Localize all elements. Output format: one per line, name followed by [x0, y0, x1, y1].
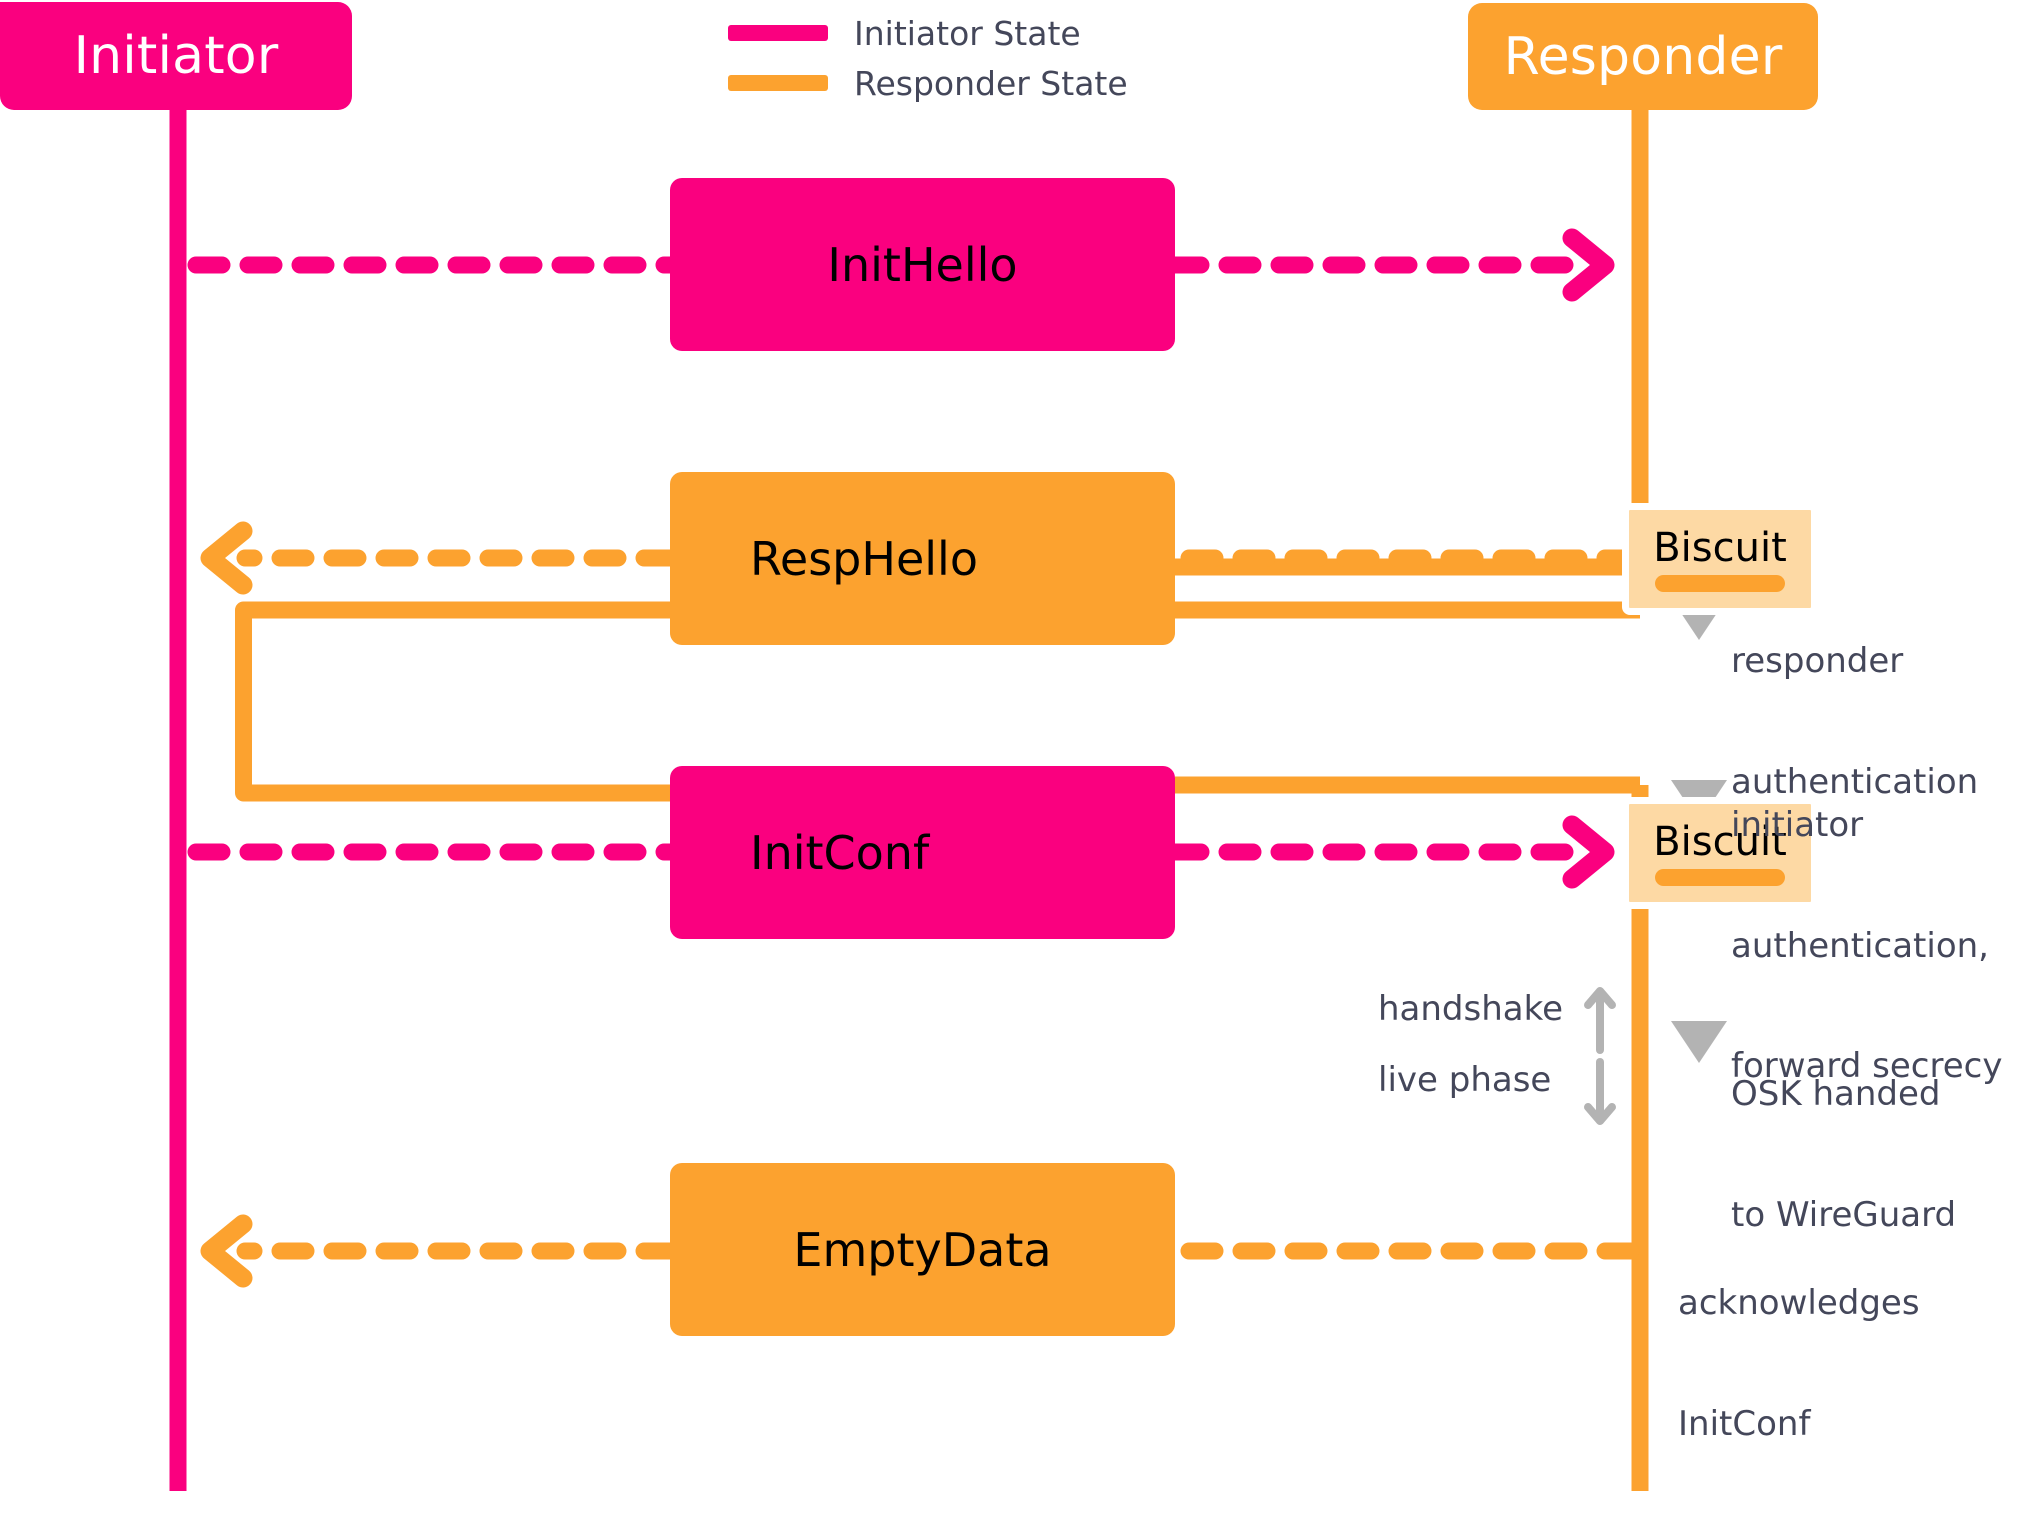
initconf-arrowhead	[1562, 815, 1615, 889]
biscuit-label-initconf: Biscuit	[1653, 818, 1787, 865]
annotation-line: authentication,	[1731, 925, 1989, 966]
annotation-line: initiator	[1731, 805, 1864, 846]
participant-initiator-label: Initiator	[73, 26, 279, 86]
legend-label-initiator: Initiator State	[854, 13, 1081, 53]
inithello-arrowhead	[1562, 228, 1615, 302]
legend-label-responder: Responder State	[854, 63, 1128, 103]
annotation-initiator-auth: initiator authentication, forward secrec…	[1731, 725, 2002, 1166]
legend-swatch-responder	[728, 75, 828, 91]
emptydata-arrowhead	[200, 1214, 253, 1288]
biscuit-badge-initconf[interactable]: Biscuit	[1622, 796, 1818, 909]
responder-state-carry-path	[235, 601, 670, 802]
annotation-line: responder	[1731, 641, 1904, 682]
annotation-line: forward secrecy	[1731, 1045, 2003, 1086]
participant-responder[interactable]: Responder	[1468, 3, 1818, 110]
message-box-inithello[interactable]: InitHello	[670, 178, 1175, 351]
message-box-emptydata[interactable]: EmptyData	[670, 1163, 1175, 1336]
phase-label-live-phase: live phase	[1378, 1060, 1552, 1100]
biscuit-label-resphello: Biscuit	[1653, 524, 1787, 571]
annotation-osk-handed: OSK handed to WireGuard	[1731, 994, 1956, 1315]
phase-label-handshake: handshake	[1378, 989, 1564, 1029]
legend-item-responder-state: Responder State	[728, 62, 1148, 104]
participant-responder-label: Responder	[1503, 26, 1783, 87]
message-label-emptydata: EmptyData	[793, 1222, 1052, 1277]
message-label-resphello: RespHello	[750, 531, 978, 586]
biscuit-badge-resphello[interactable]: Biscuit	[1622, 502, 1818, 615]
annotation-line: authentication	[1731, 761, 1979, 802]
annotation-acknowledges-initconf: acknowledges InitConf	[1678, 1203, 1920, 1524]
biscuit-bar-icon	[1655, 574, 1785, 592]
triangle-down-icon-osk	[1671, 1021, 1727, 1063]
sequence-diagram-canvas: Initiator Responder Initiator State Resp…	[0, 2, 2002, 1491]
legend-swatch-initiator	[728, 25, 828, 41]
annotation-line: to WireGuard	[1731, 1194, 1957, 1235]
annotation-line: OSK handed	[1731, 1074, 1941, 1115]
legend: Initiator State Responder State	[728, 12, 1148, 112]
arrow-down-icon-live-phase	[1584, 1058, 1616, 1125]
message-label-inithello: InitHello	[827, 237, 1018, 292]
message-box-resphello[interactable]: RespHello Biscuit	[670, 472, 1818, 645]
annotation-line: acknowledges	[1678, 1283, 1920, 1324]
resphello-arrowhead	[200, 521, 253, 595]
message-label-initconf: InitConf	[750, 825, 930, 880]
message-box-initconf[interactable]: InitConf Biscuit	[670, 766, 1818, 939]
diagram-vector-layer	[169, 110, 1727, 1491]
legend-item-initiator-state: Initiator State	[728, 12, 1148, 54]
annotation-line: InitConf	[1678, 1403, 1811, 1444]
biscuit-bar-icon	[1655, 868, 1785, 886]
participant-initiator[interactable]: Initiator	[0, 2, 352, 110]
arrow-up-icon-handshake	[1584, 987, 1616, 1054]
annotation-responder-auth: responder authentication	[1731, 561, 1978, 882]
